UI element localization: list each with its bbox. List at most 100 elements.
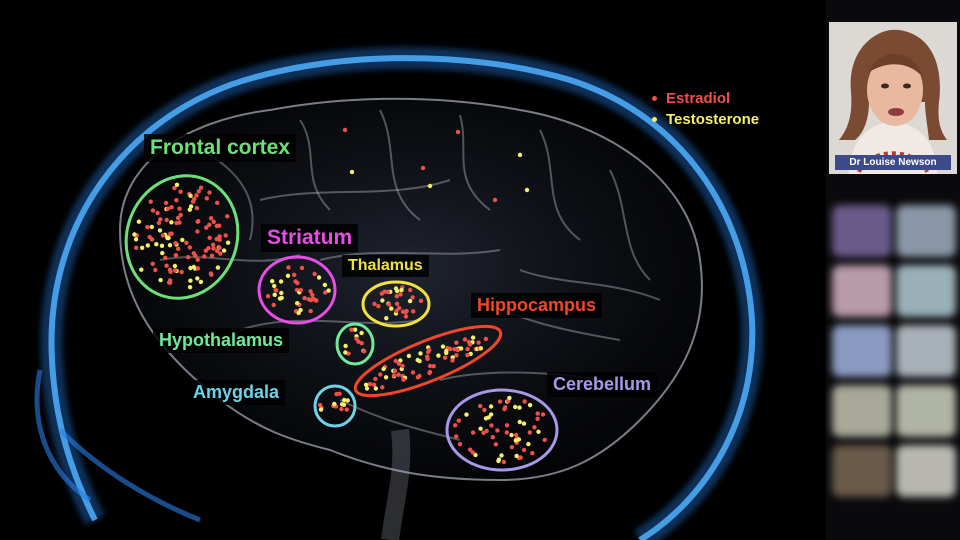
hormone-dot — [206, 246, 211, 251]
hormone-dot — [407, 298, 413, 304]
hormone-dot — [278, 279, 284, 284]
hormone-dot — [380, 385, 385, 390]
hormone-dot — [493, 442, 499, 447]
hormone-dot — [221, 248, 227, 253]
estradiol-dot — [652, 96, 657, 101]
hormone-dot — [470, 335, 476, 340]
hormone-dot — [386, 302, 392, 307]
hormone-dot — [133, 237, 139, 242]
participant-thumbnail[interactable] — [896, 445, 956, 497]
hormone-dot — [217, 237, 222, 242]
legend-label-estradiol: Estradiol — [666, 90, 731, 107]
participant-thumbnail[interactable] — [896, 385, 956, 437]
label-amygdala: Amygdala — [187, 380, 286, 405]
hormone-dot — [436, 353, 441, 358]
participant-thumbnail[interactable] — [832, 445, 892, 497]
hormone-dot — [159, 243, 165, 248]
label-striatum: Striatum — [261, 224, 359, 252]
hormone-dot — [217, 234, 222, 239]
hormone-dot — [517, 405, 522, 410]
participant-thumbnail[interactable] — [832, 205, 892, 257]
participant-thumbnail[interactable] — [832, 325, 892, 377]
hormone-dot — [306, 297, 311, 302]
hormone-dot — [427, 183, 433, 189]
hormone-dot — [403, 314, 409, 319]
hormone-dot — [514, 453, 519, 459]
hormone-dot — [425, 354, 430, 359]
hormone-dot — [478, 426, 483, 431]
cerebellum-ring — [445, 388, 559, 472]
hormone-dot — [166, 235, 171, 241]
hormone-dot — [540, 412, 546, 417]
hormone-dot — [169, 205, 174, 210]
hormone-dot — [359, 330, 364, 336]
hormone-dot — [322, 282, 328, 288]
hormone-dot — [209, 272, 214, 277]
hormone-dot — [308, 289, 313, 294]
hormone-dot — [167, 243, 173, 248]
hormone-dot — [136, 219, 142, 224]
hormone-dot — [526, 441, 531, 447]
hormone-dot — [272, 292, 277, 297]
hormone-dot — [450, 358, 455, 363]
hormone-dot — [176, 246, 181, 251]
hormone-dot — [341, 402, 347, 407]
hormone-dot — [215, 265, 221, 270]
hormone-dot — [169, 220, 174, 225]
hormone-dot — [489, 423, 494, 428]
hormone-dot — [174, 220, 179, 226]
hormone-dot — [535, 411, 540, 416]
hormone-dot — [179, 269, 184, 275]
hormone-dot — [476, 340, 481, 345]
hormone-dot — [398, 292, 403, 297]
hormone-dot — [215, 200, 220, 205]
hormone-dot — [210, 242, 216, 247]
hormone-dot — [517, 419, 522, 425]
participant-thumbnail[interactable] — [896, 325, 956, 377]
hormone-dot — [302, 295, 307, 301]
hormone-dot — [149, 224, 154, 230]
hormone-dot — [215, 248, 220, 254]
hormone-dot — [180, 237, 185, 243]
hormone-dot — [444, 348, 449, 354]
participant-thumbnail[interactable] — [896, 265, 956, 317]
hormone-dot — [174, 182, 180, 187]
hormone-dot — [194, 193, 199, 198]
hormone-dot — [160, 250, 165, 256]
hormone-dot — [188, 193, 193, 198]
hormone-dot — [542, 437, 547, 443]
hormone-dot — [349, 327, 354, 332]
hormone-dot — [270, 279, 275, 284]
speaker-video-tile[interactable]: Dr Louise Newson — [829, 22, 957, 174]
hormone-dot — [362, 349, 367, 354]
participant-thumbnail[interactable] — [896, 205, 956, 257]
participant-thumbnail[interactable] — [832, 385, 892, 437]
hormone-dot — [418, 298, 424, 303]
hormone-dot — [410, 295, 415, 300]
hormone-dot — [187, 285, 193, 290]
hormone-dot — [187, 245, 192, 250]
label-hypothalamus: Hypothalamus — [153, 328, 290, 353]
hormone-dot — [167, 267, 173, 272]
hormone-dot — [218, 251, 223, 256]
label-hippocampus: Hippocampus — [471, 293, 603, 318]
hormone-dot — [313, 298, 318, 303]
hormone-dot — [154, 242, 159, 247]
hormone-dot — [507, 395, 512, 401]
hormone-dot — [211, 246, 216, 251]
hormone-dot — [495, 428, 500, 433]
hormone-dot — [462, 337, 468, 342]
hormone-dot — [396, 361, 402, 366]
hormone-dot — [490, 435, 495, 440]
hormone-dot — [308, 308, 313, 314]
hormone-dot — [194, 205, 200, 211]
hormone-dot — [225, 240, 231, 245]
hypothalamus-ring — [335, 322, 375, 366]
hormone-dot — [209, 253, 215, 258]
hormone-dot — [527, 402, 533, 408]
label-thalamus: Thalamus — [342, 255, 429, 277]
hormone-dot — [265, 294, 271, 299]
participant-thumbnail[interactable] — [832, 265, 892, 317]
hormone-dot — [373, 376, 378, 382]
hormone-dot — [410, 370, 416, 375]
